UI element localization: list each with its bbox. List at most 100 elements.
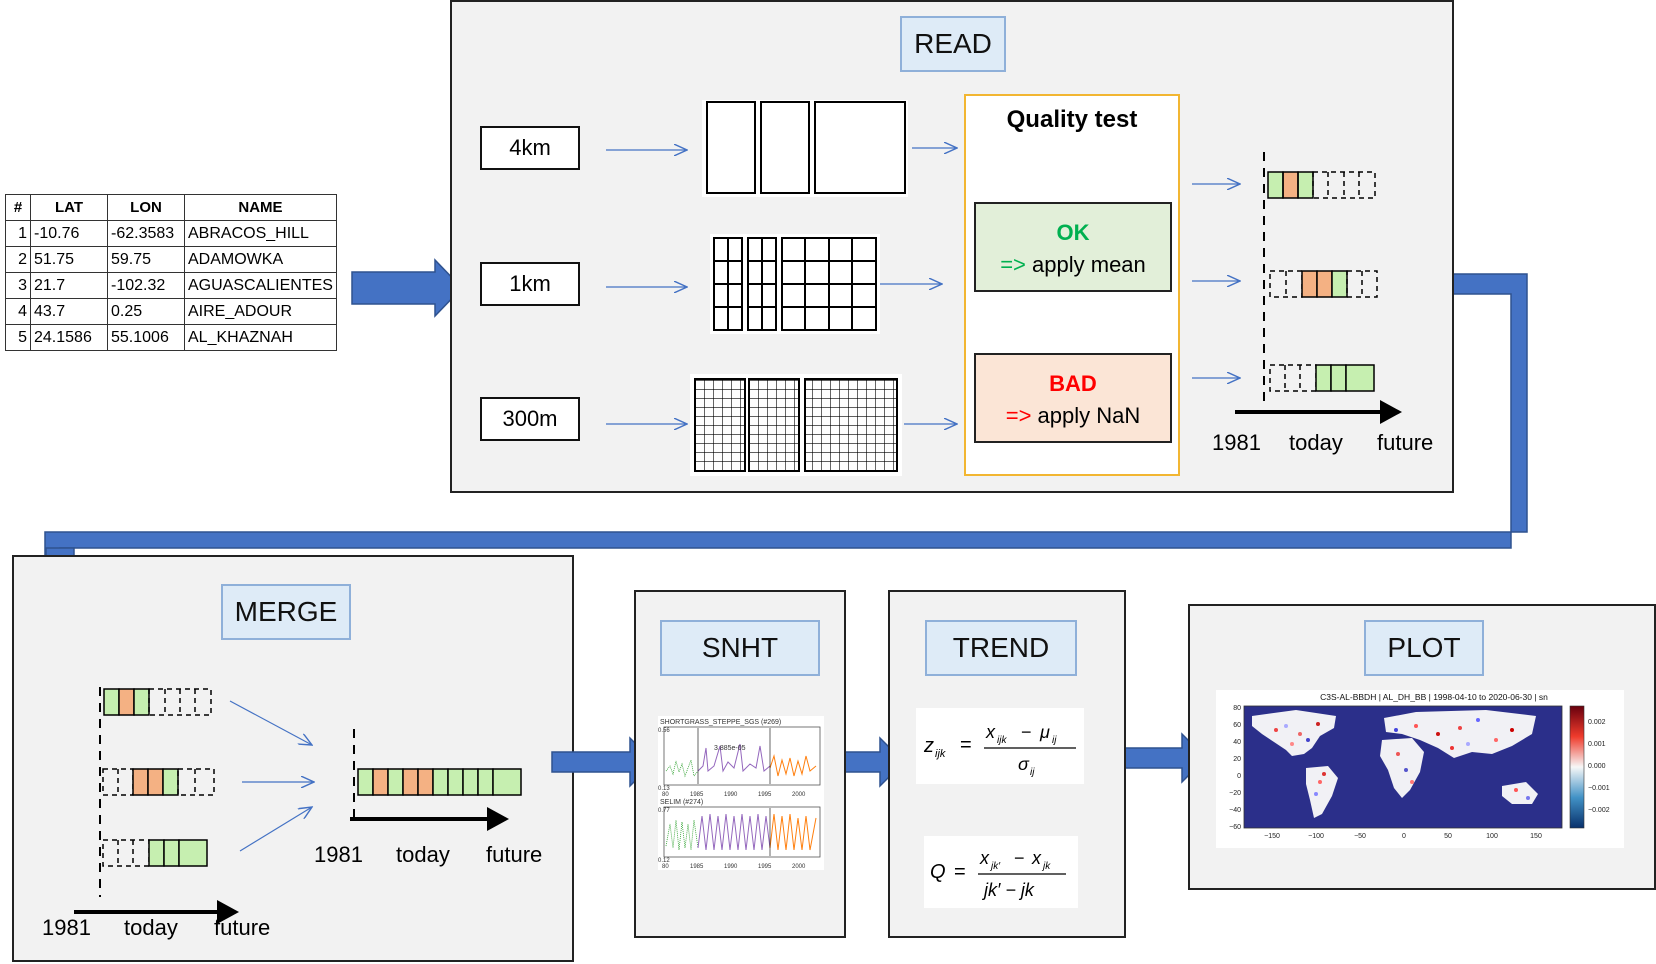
grid-300m: [690, 374, 902, 476]
cbar-tick: −0.001: [1588, 785, 1610, 792]
map-ytick: −20: [1229, 790, 1241, 797]
cbar-tick: 0.000: [1588, 763, 1606, 770]
map-ytick: 40: [1233, 739, 1241, 746]
cbar-tick: 0.002: [1588, 719, 1606, 726]
ok-label: OK: [1056, 220, 1090, 245]
read-timeline-start: 1981: [1212, 430, 1261, 455]
bad-label: BAD: [1049, 371, 1097, 396]
snht-xtick: 1985: [690, 864, 704, 870]
eq1-num-a: x: [985, 722, 996, 742]
snht-plot1-annotation: 3.885e-05: [714, 745, 746, 752]
map-xtick: 100: [1486, 833, 1498, 840]
cell: 59.75: [107, 246, 185, 273]
eq2-num-a: x: [979, 848, 990, 868]
cell: 24.1586: [30, 324, 108, 351]
ok-box: OK => apply mean: [974, 202, 1172, 292]
map-xtick: 150: [1530, 833, 1542, 840]
table-row: 1 -10.76 -62.3583 ABRACOS_HILL: [5, 220, 337, 247]
map-xticks: −150 −100 −50 0 50 100 150: [1264, 833, 1542, 840]
snht-figure: SHORTGRASS_STEPPE_SGS (#269) 0.56 3.885e…: [658, 716, 824, 870]
eq2-num-a-sub: jk′: [989, 861, 1001, 872]
series-row-2: [1269, 270, 1378, 298]
plot-title: PLOT: [1364, 620, 1484, 676]
eq1-den-sub: ij: [1030, 767, 1035, 778]
map-title: C3S-AL-BBDH | AL_DH_BB | 1998-04-10 to 2…: [1320, 692, 1548, 702]
eq1-num-a-sub: ijk: [997, 735, 1007, 746]
eq2-den: jk′ − jk: [981, 880, 1035, 900]
station-dots: [1274, 718, 1530, 800]
read-graphics: [606, 100, 1402, 476]
map-svg: C3S-AL-BBDH | AL_DH_BB | 1998-04-10 to 2…: [1229, 692, 1610, 840]
eq2-num-b: x: [1031, 848, 1042, 868]
resolution-1km: 1km: [480, 262, 580, 306]
snht-xtick: 1985: [690, 792, 704, 798]
merge-out-today: today: [396, 842, 450, 867]
snht-plot1-title: SHORTGRASS_STEPPE_SGS (#269): [660, 719, 781, 726]
eq1-den: σ: [1018, 754, 1030, 774]
cell: -10.76: [30, 220, 108, 247]
snht-xtick: 80: [662, 792, 669, 798]
merge-series-1: [103, 688, 212, 716]
table-row: 4 43.7 0.25 AIRE_ADOUR: [5, 298, 337, 325]
plot-panel: PLOT C3S-AL-BBDH | AL_DH_BB | 1998-04-10…: [1188, 604, 1656, 890]
arrow-table-to-read: [351, 258, 464, 318]
merge-series-3: [102, 839, 208, 867]
cell: AL_KHAZNAH: [184, 324, 337, 351]
map-figure: C3S-AL-BBDH | AL_DH_BB | 1998-04-10 to 2…: [1216, 690, 1624, 848]
cell: 0.25: [107, 298, 185, 325]
read-timeline-future: future: [1377, 430, 1434, 455]
map-ytick: −60: [1229, 824, 1241, 831]
read-timeline-today: today: [1289, 430, 1343, 455]
grid-1km: [710, 234, 880, 334]
snht-plot1-ymin: 0.13: [658, 786, 670, 792]
read-title: READ: [900, 16, 1006, 72]
col-header: LON: [107, 194, 185, 221]
merge-panel: MERGE: [12, 555, 574, 962]
equation-q: Q = x jk′ − x jk jk′ − jk: [924, 836, 1078, 908]
station-table: # LAT LON NAME 1 -10.76 -62.3583 ABRACOS…: [5, 194, 337, 351]
ok-action-text: apply mean: [1032, 252, 1146, 277]
col-header: NAME: [184, 194, 337, 221]
trend-panel: TREND z ijk = x ijk − μ ij σ ij Q = x jk…: [888, 590, 1126, 938]
series-row-1: [1267, 171, 1376, 199]
map-ytick: 80: [1233, 705, 1241, 712]
map-xtick: −150: [1264, 833, 1280, 840]
cell: -62.3583: [107, 220, 185, 247]
eq1-num-b-sub: ij: [1052, 735, 1057, 746]
map-ytick: 0: [1237, 773, 1241, 780]
snht-xtick: 1990: [724, 792, 738, 798]
cbar-tick: 0.001: [1588, 741, 1606, 748]
map-xtick: −100: [1308, 833, 1324, 840]
cell: 43.7: [30, 298, 108, 325]
bad-action-text: apply NaN: [1037, 403, 1141, 428]
merge-graphics: [74, 687, 522, 924]
snht-title: SNHT: [660, 620, 820, 676]
snht-xtick: 1995: [758, 864, 772, 870]
eq1-lhs-sub: ijk: [935, 748, 946, 760]
quality-test-box: Quality test OK => apply mean BAD => app…: [964, 94, 1180, 476]
bad-arrow: =>: [1005, 403, 1032, 428]
snht-xtick: 2000: [792, 792, 806, 798]
cell: 55.1006: [107, 324, 185, 351]
eq1-num-b: μ: [1039, 722, 1050, 742]
read-timeline: [1235, 152, 1402, 424]
merge-in-future: future: [214, 915, 271, 940]
map-ytick: 20: [1233, 756, 1241, 763]
bad-action: => apply NaN: [976, 403, 1170, 429]
map-xtick: 0: [1402, 833, 1406, 840]
cbar-tick: −0.002: [1588, 807, 1610, 814]
ok-action: => apply mean: [976, 252, 1170, 278]
continents: [1252, 710, 1538, 818]
resolution-300m: 300m: [480, 397, 580, 441]
bad-box: BAD => apply NaN: [974, 353, 1172, 443]
cell: 2: [5, 246, 31, 273]
eq2-equals: =: [954, 861, 966, 883]
snht-plots: SHORTGRASS_STEPPE_SGS (#269) 0.56 3.885e…: [658, 719, 821, 870]
eq1-minus: −: [1021, 722, 1032, 742]
table-row: 5 24.1586 55.1006 AL_KHAZNAH: [5, 324, 337, 351]
ok-arrow: =>: [1000, 252, 1026, 277]
table-header-row: # LAT LON NAME: [5, 194, 337, 221]
map-ytick: 60: [1233, 722, 1241, 729]
merge-in-start: 1981: [42, 915, 91, 940]
eq1-lhs: z: [923, 735, 934, 757]
